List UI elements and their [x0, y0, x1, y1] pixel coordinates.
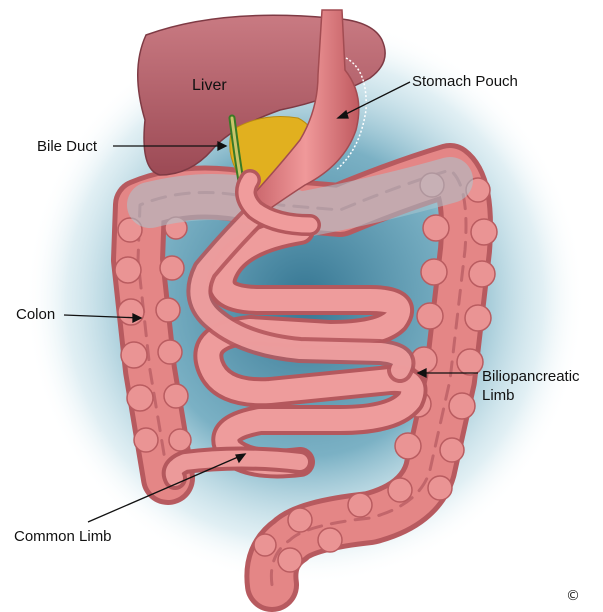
bile-duct-label: Bile Duct — [37, 138, 97, 156]
colon-label: Colon — [16, 306, 55, 324]
stomach-pouch-label: Stomach Pouch — [412, 73, 518, 91]
common-limb-label: Common Limb — [14, 528, 112, 546]
biliopancreatic-limb-label-line1: Biliopancreatic — [482, 367, 580, 386]
biliopancreatic-limb-label: Biliopancreatic Limb — [482, 367, 580, 405]
liver-label: Liver — [192, 77, 227, 95]
copyright-mark: © — [566, 588, 580, 604]
biliopancreatic-limb-label-line2: Limb — [482, 386, 580, 405]
